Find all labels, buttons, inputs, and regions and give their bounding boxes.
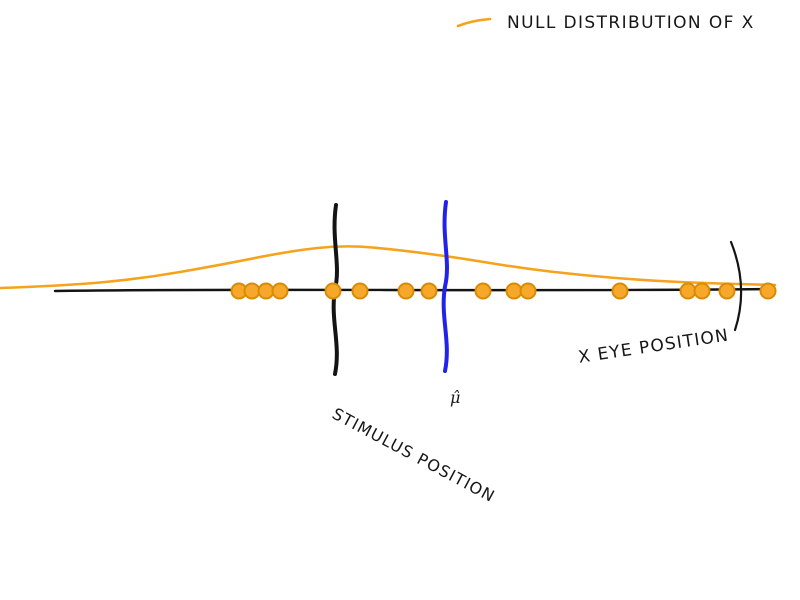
eye-position-dot [679,282,697,300]
eye-position-dot [693,282,711,300]
eye-position-dot [420,282,438,300]
eye-position-dot [505,282,523,300]
eye-position-dot [324,282,342,300]
axis-end-bracket [729,240,743,332]
null-distribution-curve [0,245,777,290]
axis-line [53,287,777,293]
mu-line [441,200,449,373]
eye-position-dot [351,282,369,300]
eye-position-dot [718,282,736,300]
eye-position-dot [271,282,289,300]
eye-position-dot [243,282,261,300]
legend-label: NULL DISTRIBUTION OF X [507,13,755,33]
legend: NULL DISTRIBUTION OF X [456,13,755,33]
eye-position-dot [474,282,492,300]
eye-position-dot [519,282,537,300]
legend-line-icon [456,17,492,28]
legend-line-swatch [456,17,492,28]
eye-position-dot [759,282,777,300]
eye-position-dot [397,282,415,300]
mu-hat-label: μ̂ [450,388,461,407]
eye-position-dot [611,282,629,300]
eye-position-dot [257,282,275,300]
